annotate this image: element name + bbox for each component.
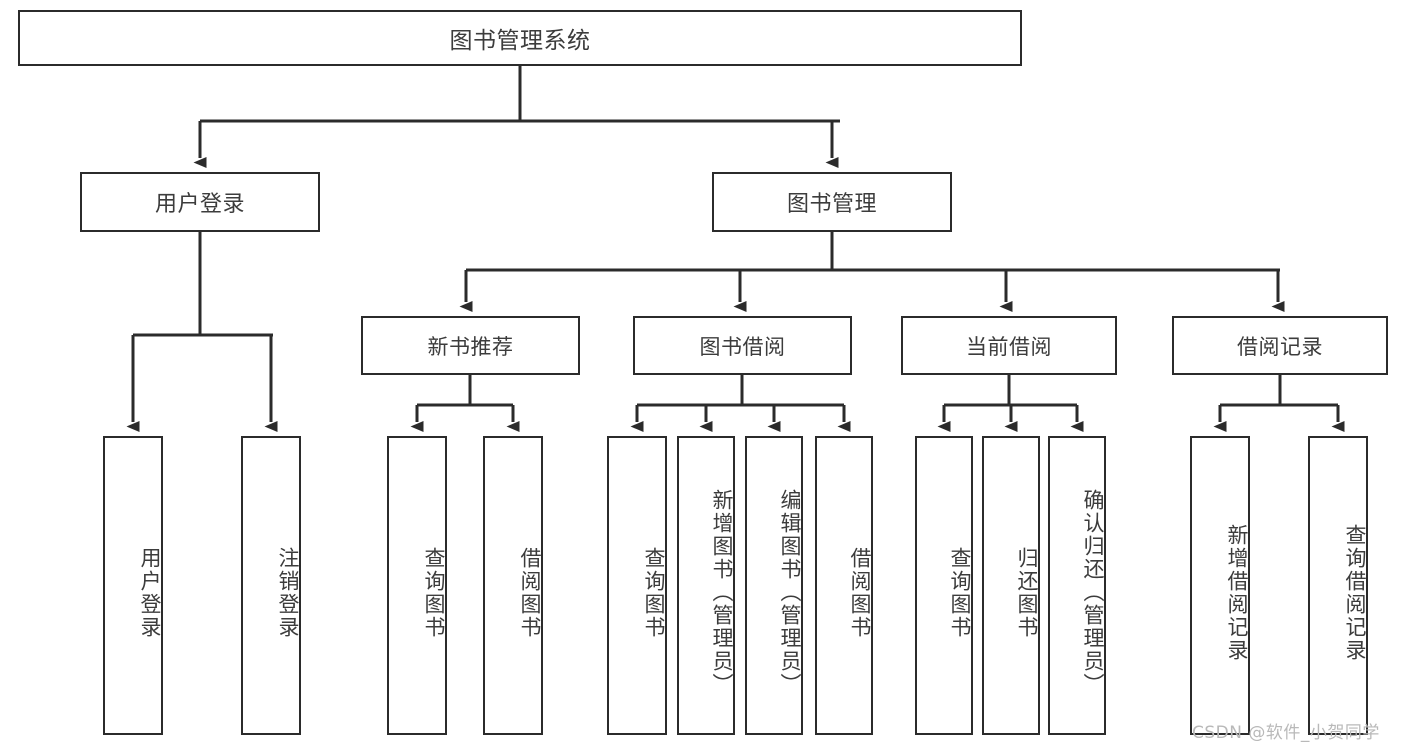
leaf-confirm-return-admin[interactable]: 确认归还（管理员） bbox=[1048, 436, 1106, 735]
node-borrow-records[interactable]: 借阅记录 bbox=[1172, 316, 1388, 375]
node-book-management[interactable]: 图书管理 bbox=[712, 172, 952, 232]
node-root[interactable]: 图书管理系统 bbox=[18, 10, 1022, 66]
leaf-query-book-newbook[interactable]: 查询图书 bbox=[387, 436, 447, 735]
leaf-borrow-book-newbook[interactable]: 借阅图书 bbox=[483, 436, 543, 735]
leaf-add-borrow-record[interactable]: 新增借阅记录 bbox=[1190, 436, 1250, 735]
node-new-book-recommend[interactable]: 新书推荐 bbox=[361, 316, 580, 375]
watermark: CSDN @软件_小贺同学 bbox=[1192, 723, 1380, 743]
leaf-return-book[interactable]: 归还图书 bbox=[982, 436, 1040, 735]
node-book-borrow[interactable]: 图书借阅 bbox=[633, 316, 852, 375]
leaf-query-borrow-record[interactable]: 查询借阅记录 bbox=[1308, 436, 1368, 735]
leaf-query-book-borrow[interactable]: 查询图书 bbox=[607, 436, 667, 735]
node-user-login[interactable]: 用户登录 bbox=[80, 172, 320, 232]
node-current-borrow[interactable]: 当前借阅 bbox=[901, 316, 1117, 375]
leaf-logout[interactable]: 注销登录 bbox=[241, 436, 301, 735]
leaf-edit-book-admin[interactable]: 编辑图书（管理员） bbox=[745, 436, 803, 735]
leaf-query-book-current[interactable]: 查询图书 bbox=[915, 436, 973, 735]
leaf-borrow-book[interactable]: 借阅图书 bbox=[815, 436, 873, 735]
leaf-add-book-admin[interactable]: 新增图书（管理员） bbox=[677, 436, 735, 735]
leaf-user-login[interactable]: 用户登录 bbox=[103, 436, 163, 735]
